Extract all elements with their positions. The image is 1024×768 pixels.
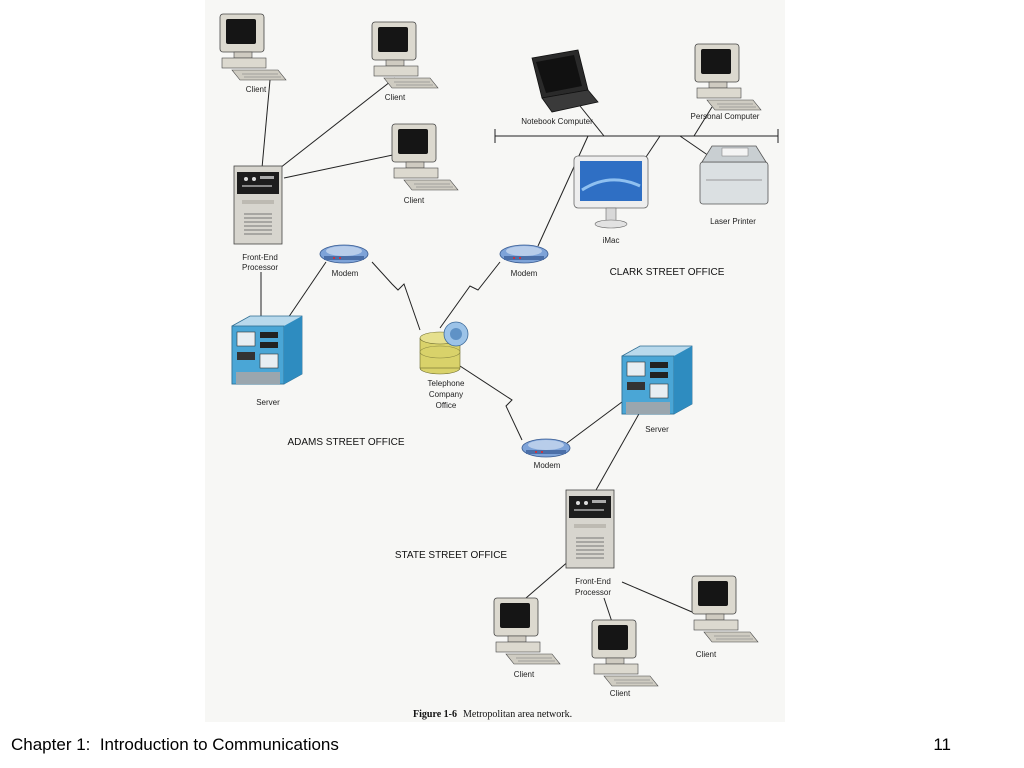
label-client-adams-2: Client — [385, 93, 406, 102]
client-adams-3 — [391, 123, 459, 191]
label-client-state-3: Client — [696, 650, 717, 659]
telephone-company-office-icon — [419, 321, 469, 375]
figure-caption-text: Metropolitan area network. — [463, 709, 572, 720]
imac — [573, 155, 649, 229]
label-modem-state: Modem — [534, 461, 561, 470]
label-server-state: Server — [645, 425, 669, 434]
server-adams — [231, 315, 303, 385]
front-end-processor-state — [565, 489, 615, 569]
laser-printer — [699, 145, 769, 205]
label-adams-street-office: ADAMS STREET OFFICE — [287, 437, 404, 448]
modem-clark — [499, 244, 549, 264]
modem-adams — [319, 244, 369, 264]
label-telco-line2: Company — [429, 390, 463, 399]
label-telco-line3: Office — [436, 401, 457, 410]
label-fep-state-line2: Processor — [575, 588, 611, 597]
label-state-street-office: STATE STREET OFFICE — [395, 550, 508, 561]
footer-chapter-title: Chapter 1: Introduction to Communication… — [11, 735, 339, 754]
label-personal-computer: Personal Computer — [691, 112, 760, 121]
client-adams-1 — [219, 13, 287, 81]
label-client-adams-3: Client — [404, 196, 425, 205]
figure-caption: Figure 1-6 Metropolitan area network. — [413, 709, 572, 720]
server-state — [621, 345, 693, 415]
footer-page-number: 11 — [933, 735, 951, 754]
label-fep-adams-line1: Front-End — [242, 253, 278, 262]
figure-number: Figure 1-6 — [413, 709, 457, 720]
client-state-1 — [493, 597, 561, 665]
label-telco-line1: Telephone — [428, 379, 465, 388]
label-modem-clark: Modem — [511, 269, 538, 278]
label-clark-street-office: CLARK STREET OFFICE — [610, 267, 725, 278]
label-fep-adams-line2: Processor — [242, 263, 278, 272]
label-laser-printer: Laser Printer — [710, 217, 756, 226]
label-client-state-1: Client — [514, 670, 535, 679]
label-imac: iMac — [603, 236, 620, 245]
modem-state — [521, 438, 571, 458]
label-server-adams: Server — [256, 398, 280, 407]
client-state-2 — [591, 619, 659, 687]
client-state-3 — [691, 575, 759, 643]
label-client-adams-1: Client — [246, 85, 267, 94]
front-end-processor-adams — [233, 165, 283, 245]
notebook-computer — [531, 49, 599, 113]
personal-computer — [694, 43, 762, 111]
label-modem-adams: Modem — [332, 269, 359, 278]
label-client-state-2: Client — [610, 689, 631, 698]
label-fep-state-line1: Front-End — [575, 577, 611, 586]
label-notebook-computer: Notebook Computer — [521, 117, 593, 126]
client-adams-2 — [371, 21, 439, 89]
